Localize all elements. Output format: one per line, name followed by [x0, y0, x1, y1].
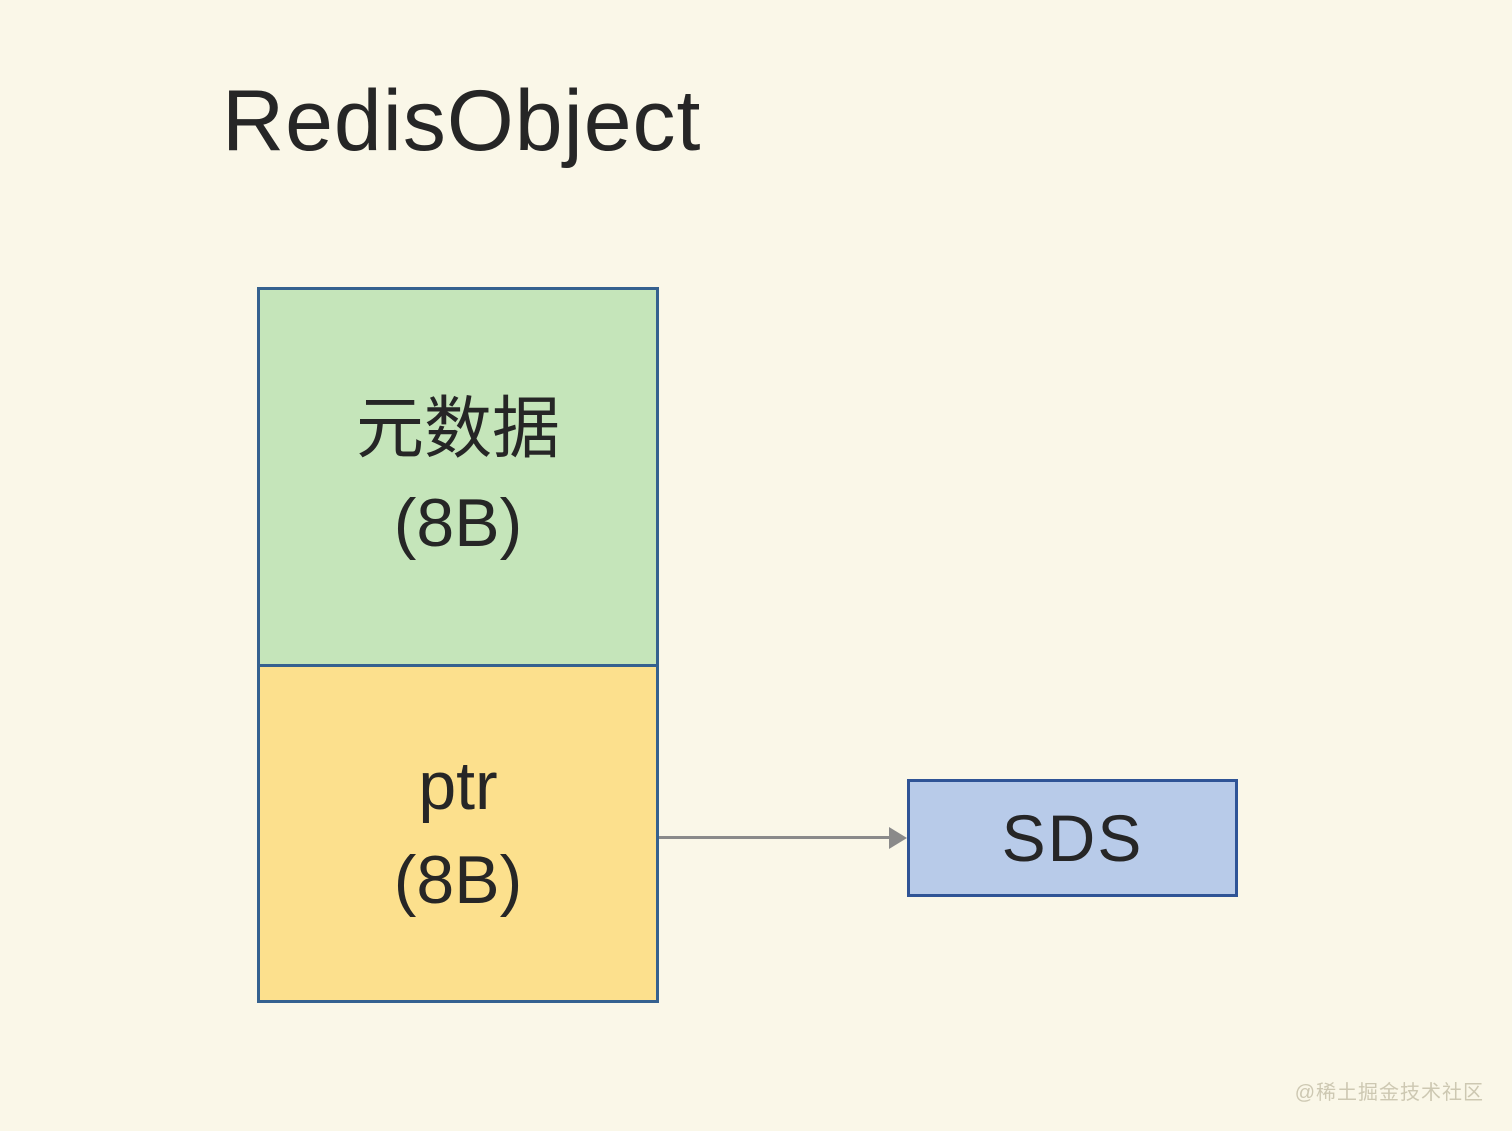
- diagram-title: RedisObject: [222, 73, 702, 169]
- redis-object-box: 元数据 (8B) ptr (8B): [257, 287, 659, 1003]
- sds-box-label: SDS: [1001, 801, 1144, 875]
- ptr-cell: ptr (8B): [260, 667, 656, 1000]
- ptr-cell-label-line2: (8B): [393, 841, 523, 918]
- watermark: @稀土掘金技术社区: [1294, 1082, 1484, 1104]
- pointer-arrow-head-icon: [889, 826, 907, 849]
- ptr-cell-label-line1: ptr: [418, 747, 498, 824]
- pointer-arrow-line: [659, 836, 893, 839]
- metadata-cell-label-line1: 元数据: [355, 391, 560, 468]
- metadata-cell: 元数据 (8B): [260, 290, 656, 667]
- sds-box: SDS: [907, 779, 1238, 897]
- metadata-cell-label-line2: (8B): [393, 485, 523, 561]
